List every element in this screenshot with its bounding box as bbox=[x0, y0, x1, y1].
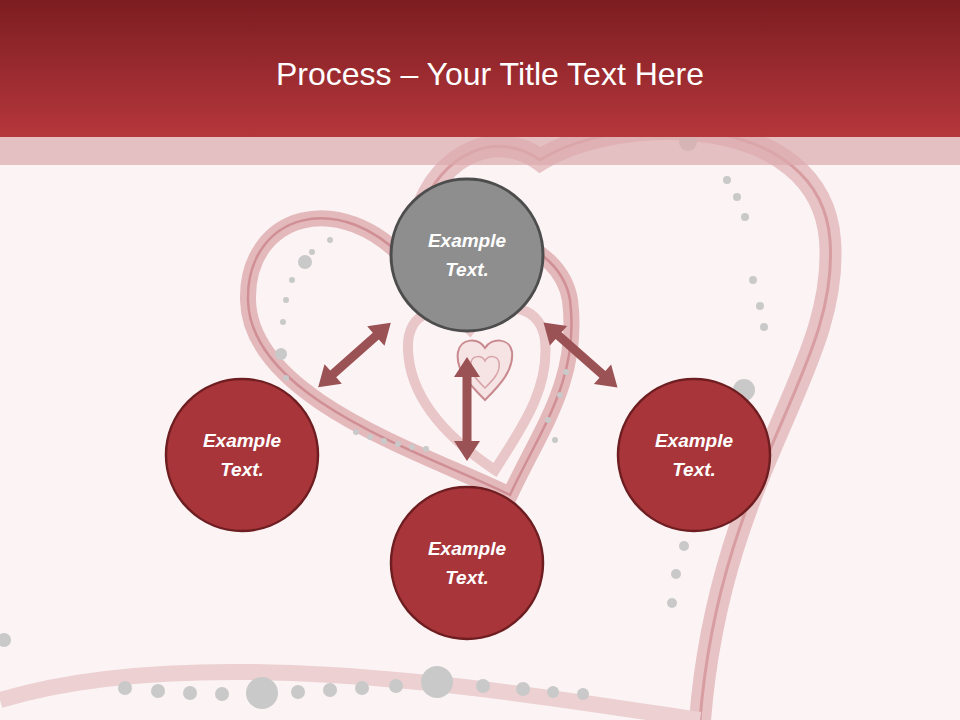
double-arrow bbox=[454, 357, 480, 461]
process-circle: Example Text. bbox=[389, 485, 545, 641]
double-arrow bbox=[318, 323, 391, 387]
slide-title: Process – Your Title Text Here bbox=[0, 52, 960, 96]
process-circle: Example Text. bbox=[616, 377, 772, 533]
node-label: Example Text. bbox=[644, 426, 744, 484]
text-group: Example Text. bbox=[192, 426, 292, 484]
circle-outline bbox=[391, 487, 543, 639]
text-group: Example Text. bbox=[644, 426, 744, 484]
circle-shape bbox=[616, 377, 772, 533]
process-circle: Example Text. bbox=[164, 377, 320, 533]
header-shadow-band bbox=[0, 137, 960, 165]
text-group: Example Text. bbox=[417, 534, 517, 592]
header-band bbox=[0, 0, 960, 137]
text-group: Example Text. bbox=[417, 226, 517, 284]
double-arrow bbox=[544, 322, 618, 387]
circle-shape bbox=[164, 377, 320, 533]
circle-shape bbox=[389, 485, 545, 641]
circle-outline bbox=[618, 379, 770, 531]
node-label: Example Text. bbox=[417, 226, 517, 284]
process-circle: Example Text. bbox=[389, 177, 545, 333]
inner-heart-outline bbox=[408, 309, 546, 470]
node-label: Example Text. bbox=[192, 426, 292, 484]
node-label: Example Text. bbox=[417, 534, 517, 592]
lower-curve bbox=[0, 672, 700, 720]
circle-outline bbox=[391, 179, 543, 331]
circle-outline bbox=[166, 379, 318, 531]
circle-shape bbox=[389, 177, 545, 333]
